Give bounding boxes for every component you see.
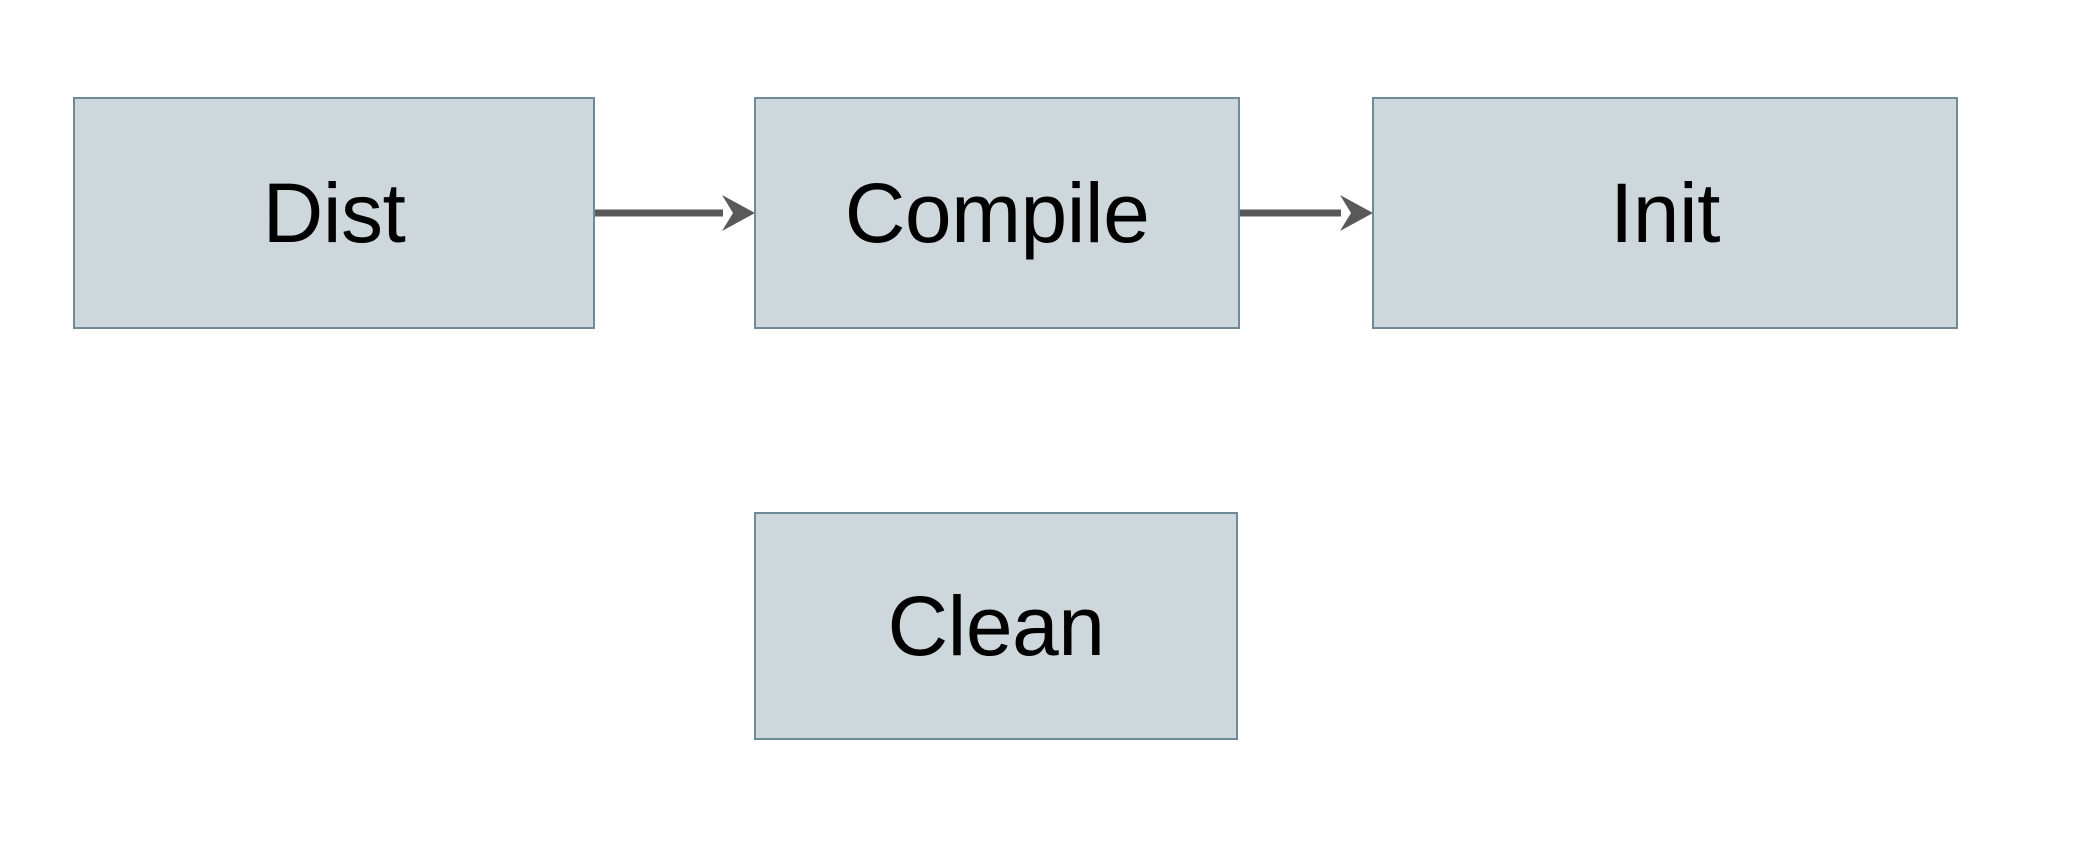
- node-init[interactable]: Init: [1372, 97, 1958, 329]
- edge-dist-to-compile[interactable]: [595, 189, 755, 237]
- arrowhead-icon: [1340, 195, 1373, 231]
- edge-compile-to-init[interactable]: [1240, 189, 1373, 237]
- node-dist[interactable]: Dist: [73, 97, 595, 329]
- node-init-label: Init: [1609, 166, 1721, 260]
- node-clean[interactable]: Clean: [754, 512, 1238, 740]
- node-clean-label: Clean: [887, 579, 1105, 673]
- node-dist-label: Dist: [262, 166, 406, 260]
- node-compile-label: Compile: [844, 166, 1150, 260]
- node-compile[interactable]: Compile: [754, 97, 1240, 329]
- arrowhead-icon: [722, 195, 755, 231]
